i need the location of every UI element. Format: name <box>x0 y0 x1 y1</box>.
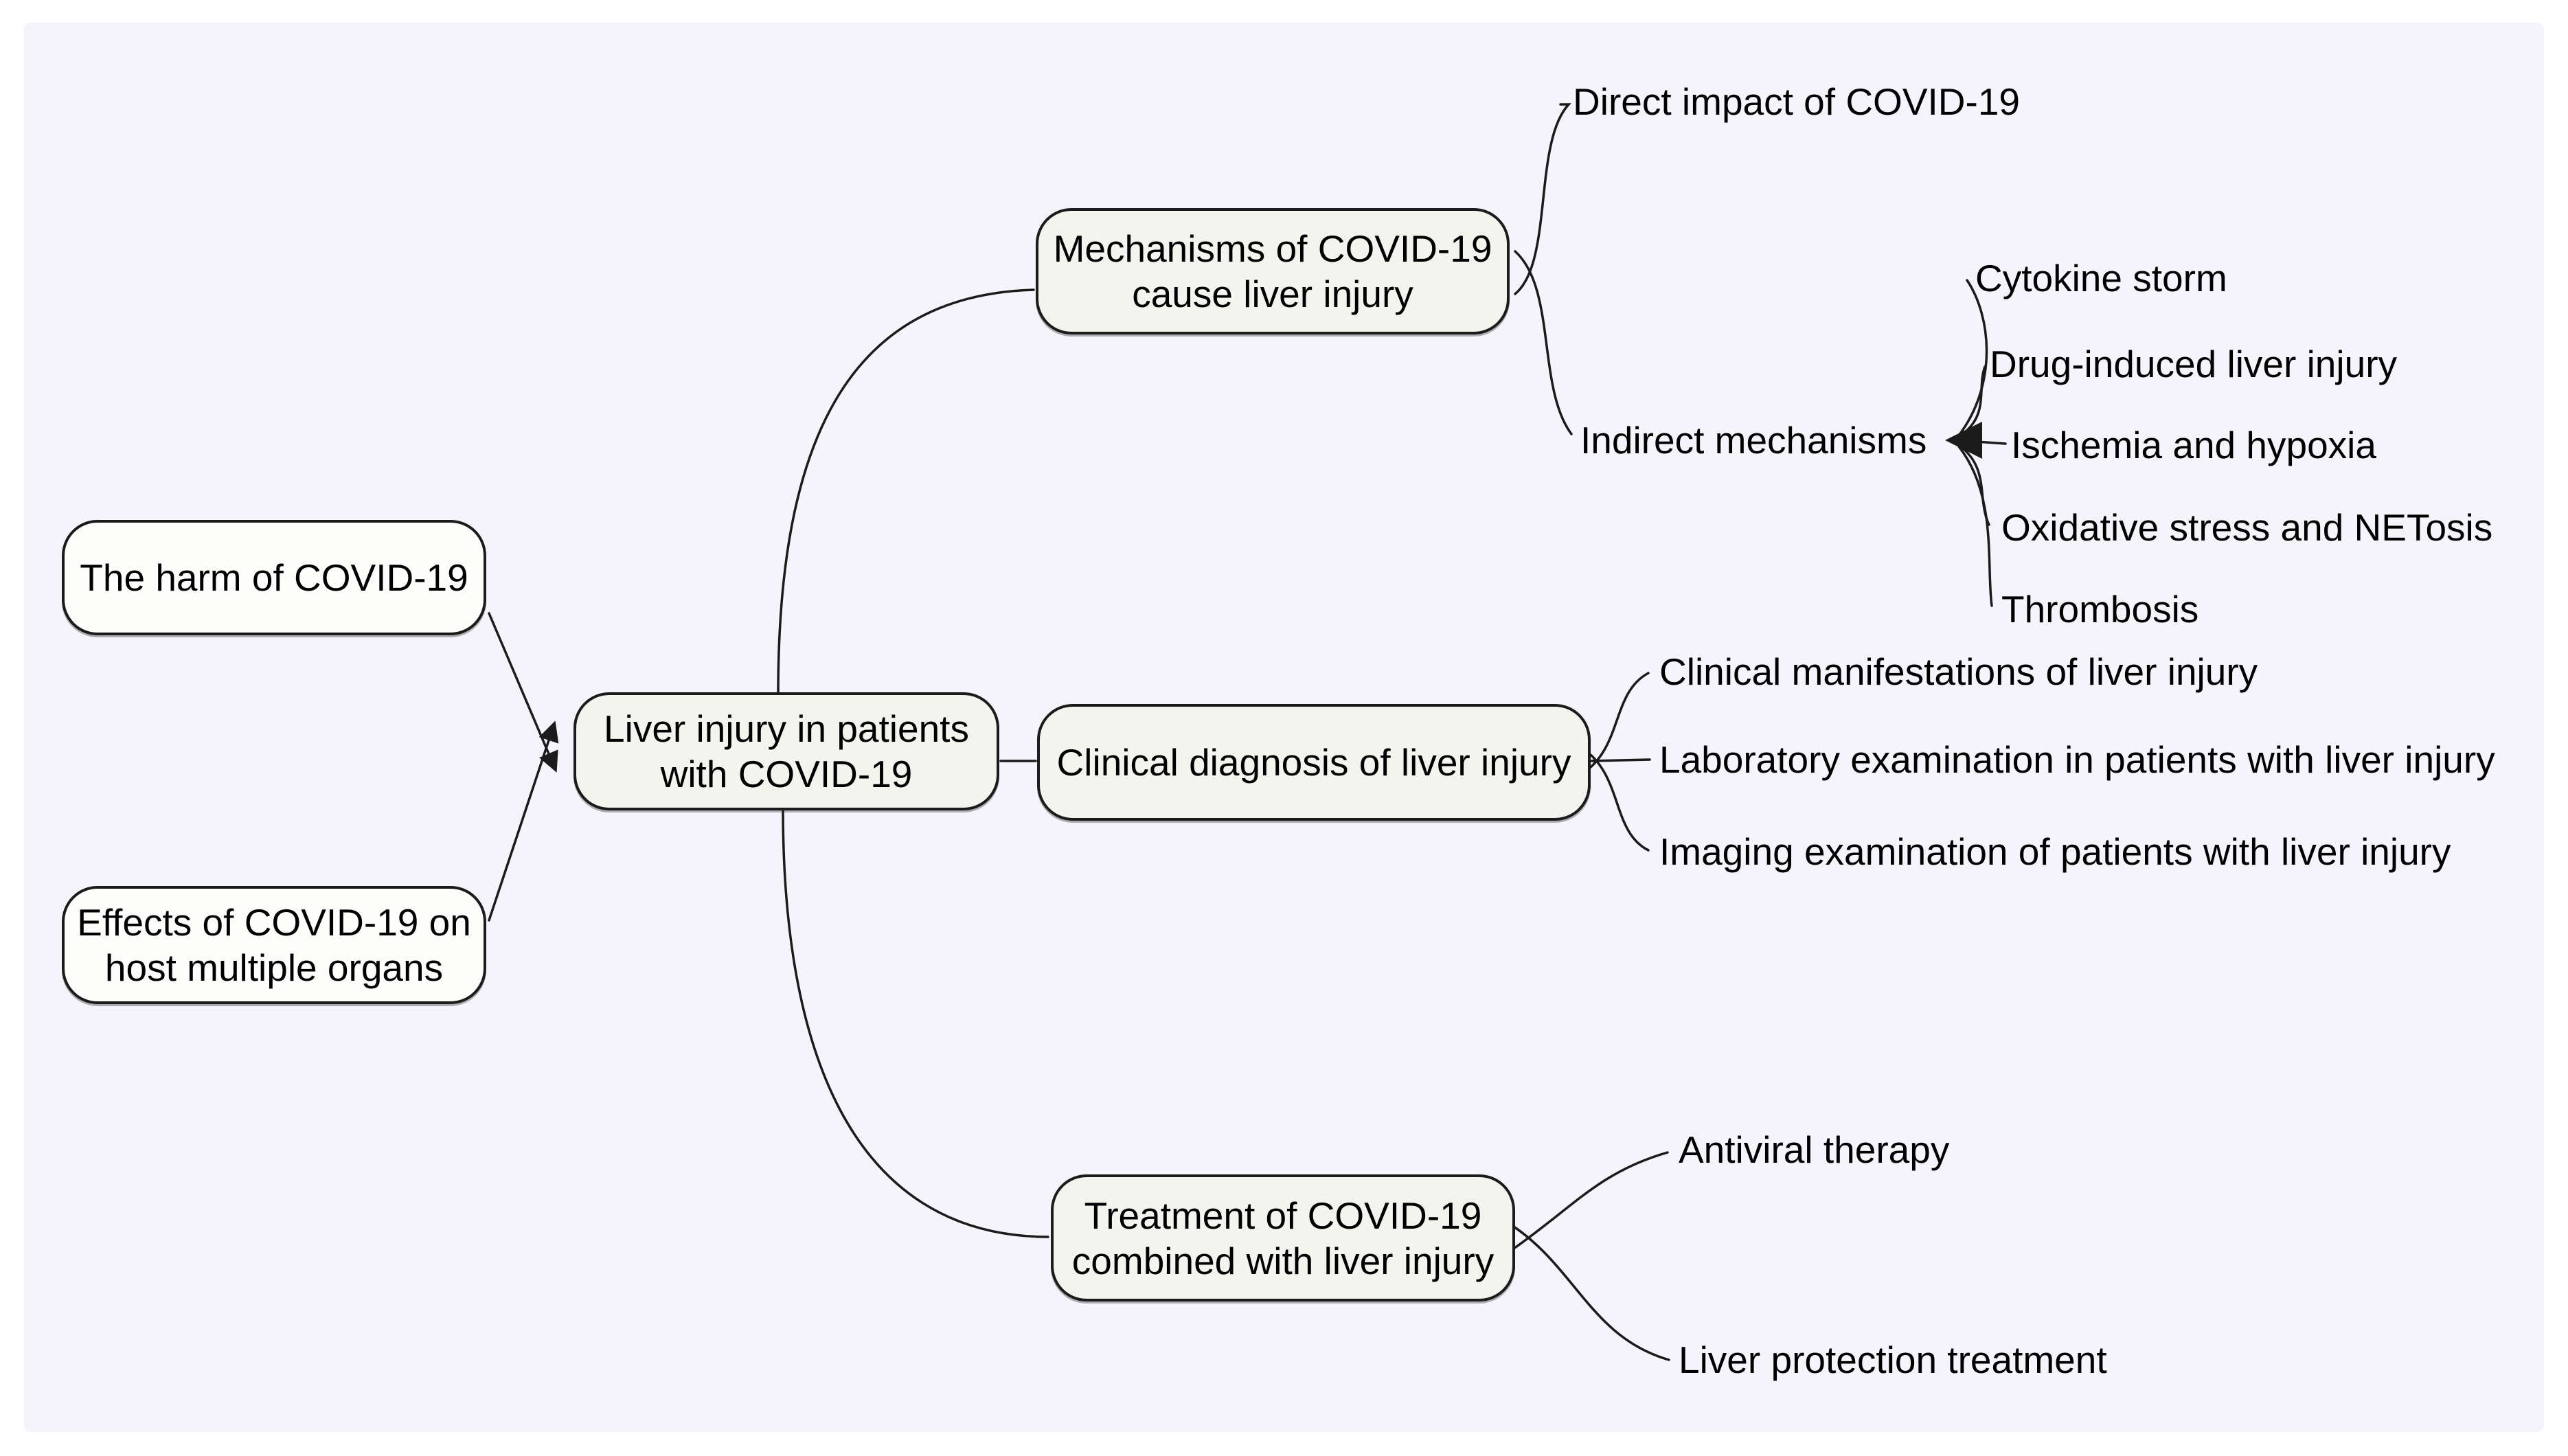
node-effects-on-organs: Effects of COVID-19 on host multiple org… <box>62 886 486 1004</box>
node-clinical-label: Clinical diagnosis of liver injury <box>1056 741 1571 784</box>
node-central-liver-injury: Liver injury in patients with COVID-19 <box>573 692 999 810</box>
node-treatment-line1: Treatment of COVID-19 <box>1084 1194 1482 1237</box>
leaf-antiviral-therapy: Antiviral therapy <box>1679 1128 1950 1171</box>
node-mechanisms-line1: Mechanisms of COVID-19 <box>1053 227 1492 270</box>
leaf-imaging-examination: Imaging examination of patients with liv… <box>1659 830 2451 873</box>
node-treatment: Treatment of COVID-19 combined with live… <box>1051 1174 1515 1301</box>
leaf-oxidative-stress-netosis: Oxidative stress and NETosis <box>2001 506 2493 549</box>
node-harm-of-covid: The harm of COVID-19 <box>62 520 486 635</box>
node-clinical-diagnosis: Clinical diagnosis of liver injury <box>1037 704 1591 821</box>
node-effects-line1: Effects of COVID-19 on <box>77 901 471 944</box>
node-effects-line2: host multiple organs <box>104 946 444 989</box>
node-harm-label: The harm of COVID-19 <box>80 556 468 599</box>
node-central-line1: Liver injury in patients <box>604 707 969 750</box>
node-central-line2: with COVID-19 <box>660 753 913 795</box>
leaf-laboratory-examination: Laboratory examination in patients with … <box>1659 738 2495 781</box>
leaf-thrombosis: Thrombosis <box>2001 588 2199 630</box>
node-mechanisms-line2: cause liver injury <box>1132 273 1413 315</box>
leaf-clinical-manifestations: Clinical manifestations of liver injury <box>1659 650 2258 693</box>
leaf-drug-induced-liver-injury: Drug-induced liver injury <box>1990 343 2398 385</box>
node-treatment-line2: combined with liver injury <box>1071 1239 1495 1282</box>
node-mechanisms: Mechanisms of COVID-19 cause liver injur… <box>1036 208 1510 334</box>
leaf-cytokine-storm: Cytokine storm <box>1975 257 2227 299</box>
leaf-direct-impact: Direct impact of COVID-19 <box>1573 80 2021 123</box>
leaf-liver-protection-treatment: Liver protection treatment <box>1679 1339 2107 1381</box>
leaf-ischemia-and-hypoxia: Ischemia and hypoxia <box>2011 424 2376 466</box>
leaf-indirect-mechanisms: Indirect mechanisms <box>1580 419 1927 462</box>
